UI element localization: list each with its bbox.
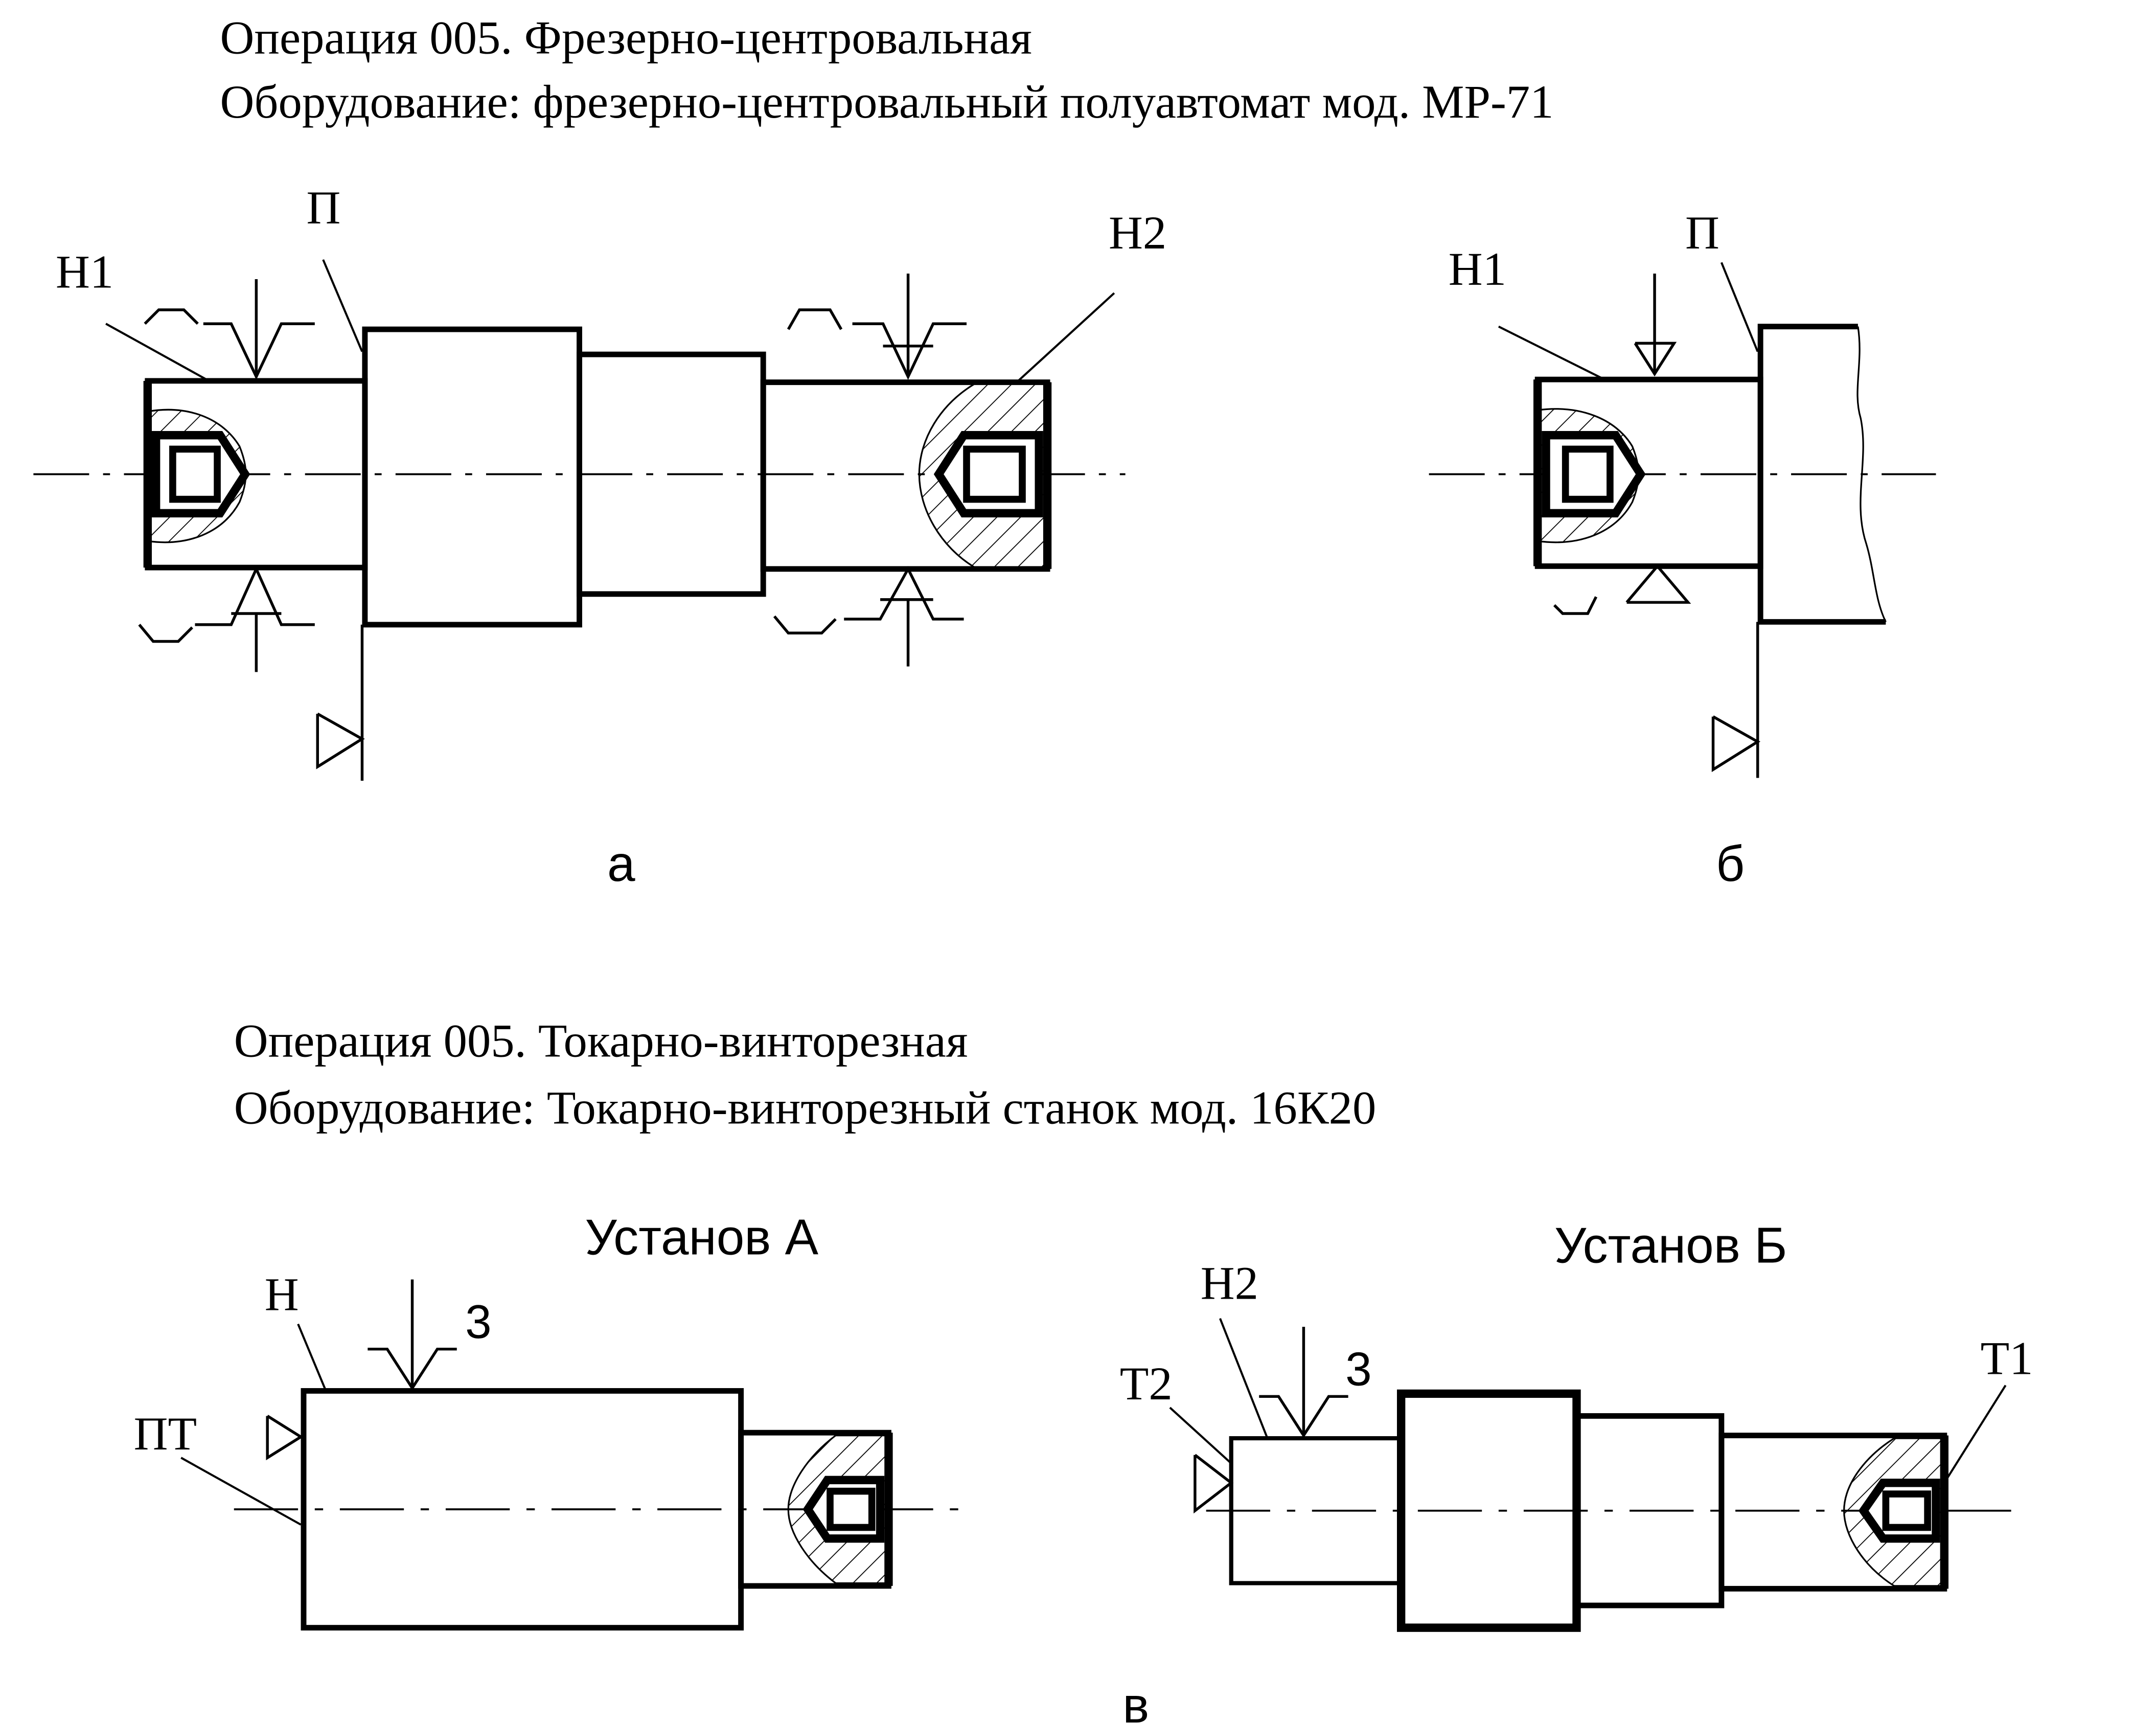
operation2-header: Операция 005. Токарно-винторезная Оборуд… (234, 1014, 1377, 1134)
label-t1-setup-b: Т1 (1981, 1332, 2033, 1385)
datum-symbol-a (316, 624, 365, 781)
clamp-symbol-setup-b (1259, 1327, 1348, 1438)
caption-a: а (607, 835, 635, 892)
leader-pt-setup-a (180, 1457, 302, 1526)
leader-h1-b (1498, 325, 1605, 381)
operation2-equipment: Оборудование: Токарно-винторезный станок… (234, 1081, 1377, 1134)
label-z-setup-a: 3 (465, 1295, 492, 1348)
leader-t2-setup-b (1169, 1407, 1232, 1464)
operation2-title: Операция 005. Токарно-винторезная (234, 1014, 968, 1067)
caption-v: в (1122, 1677, 1149, 1723)
center-hole-inner-left (169, 445, 221, 503)
label-p-a: П (306, 182, 340, 234)
label-t2-setup-b: Т2 (1120, 1357, 1173, 1410)
leader-p-b (1720, 262, 1759, 352)
leader-h2-setup-b (1219, 1318, 1269, 1439)
break-line-b (1856, 326, 1887, 623)
label-h2-setup-b: Н2 (1201, 1257, 1258, 1310)
support-symbol-bottom-left (138, 565, 315, 672)
setup-a (180, 1279, 975, 1631)
label-h-setup-a: Н (265, 1268, 299, 1321)
center-hole-inner-right (963, 445, 1026, 503)
label-pt-setup-a: ПТ (134, 1408, 197, 1460)
center-hole-inner-setup-b (1882, 1490, 1931, 1531)
figure-a (33, 259, 1126, 781)
datum-symbol-setup-b (1194, 1454, 1234, 1514)
center-hole-inner-b (1562, 445, 1614, 503)
support-symbol-bottom-right (773, 565, 964, 667)
collar-large (362, 326, 582, 628)
setup-b (1169, 1318, 2025, 1632)
setup-b-labels: Установ Б Н2 3 Т2 Т1 (1120, 1217, 2033, 1410)
clamp-symbol-setup-a (368, 1279, 457, 1391)
datum-symbol-b (1711, 622, 1761, 778)
label-z-setup-b: 3 (1345, 1343, 1372, 1396)
figure-b-labels: П Н1 (1449, 207, 1719, 296)
leader-h2-a (1016, 292, 1115, 383)
leader-h1-a (105, 323, 210, 382)
leader-t1-setup-b (1943, 1385, 2007, 1484)
center-hole-inner-setup-a (827, 1487, 876, 1531)
operation1-header: Операция 005. Фрезерно-центровальная Обо… (220, 12, 1554, 128)
operation1-title: Операция 005. Фрезерно-центровальная (220, 12, 1032, 64)
support-symbol-bottom-b (1553, 564, 1691, 615)
label-h1-a: Н1 (56, 245, 113, 298)
support-symbol-top-left (144, 279, 315, 380)
collar-b (1757, 324, 1886, 625)
operation1-equipment: Оборудование: фрезерно-центровальный пол… (220, 76, 1554, 128)
figure-a-labels: П Н1 Н2 (56, 182, 1166, 298)
leader-p-a (322, 259, 363, 352)
caption-b: б (1716, 835, 1745, 892)
figure-b (1429, 262, 1936, 778)
setup-a-title: Установ А (585, 1209, 818, 1265)
support-symbol-top-b (1634, 274, 1677, 377)
setup-a-labels: Установ А Н 3 ПТ (134, 1209, 819, 1460)
label-h1-b: Н1 (1449, 243, 1506, 296)
datum-symbol-setup-a (266, 1415, 304, 1461)
leader-h-setup-a (297, 1323, 327, 1392)
label-p-b: П (1685, 207, 1719, 259)
support-symbol-top-right (787, 274, 967, 380)
setup-b-title: Установ Б (1554, 1217, 1787, 1274)
label-h2-a: Н2 (1109, 207, 1166, 259)
